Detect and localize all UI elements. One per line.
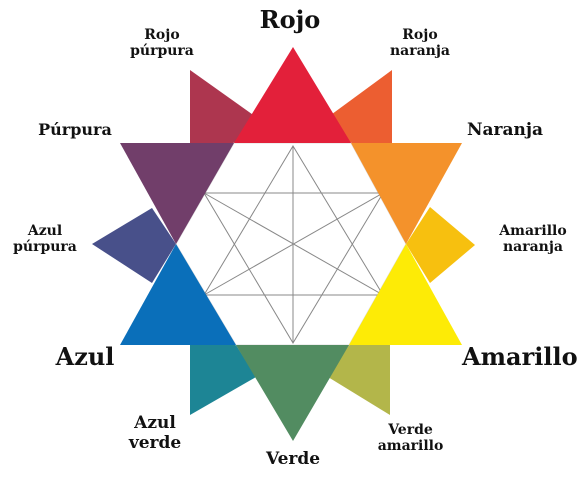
wedge-rojo-purpura: [190, 70, 256, 143]
triangle-naranja: [351, 143, 462, 244]
wedge-azul-purpura: [92, 208, 176, 283]
triangle-rojo: [234, 47, 351, 143]
triangle-verde: [236, 345, 349, 441]
label-azul: Azul: [55, 342, 115, 371]
wedge-amarillo-naranja: [406, 207, 475, 283]
label-azul-verde: Azul verde: [128, 413, 182, 453]
label-amarillo: Amarillo: [462, 342, 578, 371]
label-naranja: Naranja: [466, 120, 544, 140]
wedge-azul-verde: [190, 345, 256, 415]
label-rojo: Rojo: [259, 5, 321, 34]
label-amarillo-naranja: Amarillo naranja: [499, 223, 567, 256]
triangle-purpura: [120, 143, 234, 244]
label-rojo-purpura: Rojo púrpura: [130, 27, 194, 60]
wedge-rojo-naranja: [328, 70, 392, 143]
label-rojo-naranja: Rojo naranja: [389, 27, 450, 60]
label-verde-amarillo: Verde amarillo: [377, 422, 444, 455]
triangle-azul: [120, 244, 236, 345]
hexagon-lines: [203, 145, 384, 344]
label-purpura: Púrpura: [38, 120, 112, 139]
label-verde: Verde: [265, 449, 321, 469]
wedge-verde-amarillo: [328, 345, 390, 415]
triangle-amarillo: [349, 244, 462, 345]
label-azul-purpura: Azul púrpura: [13, 223, 77, 256]
